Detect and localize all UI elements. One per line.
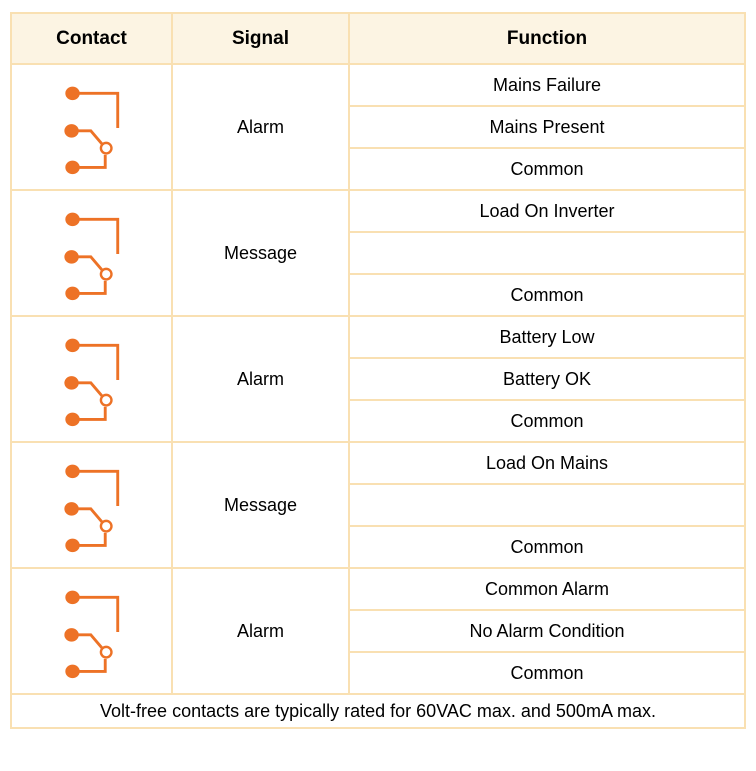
table-row: Alarm Common Alarm [10,567,746,695]
contact-cell [10,441,173,569]
table-row: Message Load On Mains [10,441,746,569]
function-cell: Common Alarm [348,567,746,611]
table-row: Alarm Battery Low [10,315,746,443]
function-cell: Mains Failure [348,63,746,107]
function-cell: Common [348,147,746,191]
table-row: Common [11,525,746,569]
relay-contact-icon [36,574,161,688]
contact-cell [10,567,173,695]
table-row: Common [11,273,746,317]
function-cell: Common [348,399,746,443]
table-row: Message Load On Inverter [10,189,746,317]
contact-cell [10,189,173,317]
column-header-contact: Contact [10,12,173,65]
contact-cell [10,315,173,443]
footer-row: Volt-free contacts are typically rated f… [10,693,746,729]
table-row: Common [11,147,746,191]
relay-contact-icon [36,448,161,562]
function-cell [348,483,746,527]
function-cell: No Alarm Condition [348,609,746,653]
relay-contact-icon [36,322,161,436]
signal-cell: Alarm [171,63,350,191]
function-cell: Battery OK [348,357,746,401]
table-row [11,483,746,527]
table-row: Common [11,399,746,443]
table-row: No Alarm Condition [11,609,746,653]
function-cell: Common [348,525,746,569]
volt-free-contacts-table: Contact Signal Function Alarm Mains Fail… [10,12,746,729]
relay-contact-icon [36,70,161,184]
signal-cell: Alarm [171,567,350,695]
column-header-signal: Signal [171,12,350,65]
footer-note: Volt-free contacts are typically rated f… [10,693,746,729]
table-row [11,231,746,275]
table-row: Alarm Mains Failure [10,63,746,191]
signal-cell: Message [171,441,350,569]
header-row: Contact Signal Function [10,12,746,65]
table-row: Battery OK [11,357,746,401]
table-row: Mains Present [11,105,746,149]
function-cell: Load On Mains [348,441,746,485]
relay-contact-icon [36,196,161,310]
table-row: Common [11,651,746,695]
contact-cell [10,63,173,191]
function-cell: Common [348,651,746,695]
column-header-function: Function [348,12,746,65]
function-cell [348,231,746,275]
function-cell: Load On Inverter [348,189,746,233]
function-cell: Common [348,273,746,317]
signal-cell: Alarm [171,315,350,443]
function-cell: Battery Low [348,315,746,359]
signal-cell: Message [171,189,350,317]
function-cell: Mains Present [348,105,746,149]
